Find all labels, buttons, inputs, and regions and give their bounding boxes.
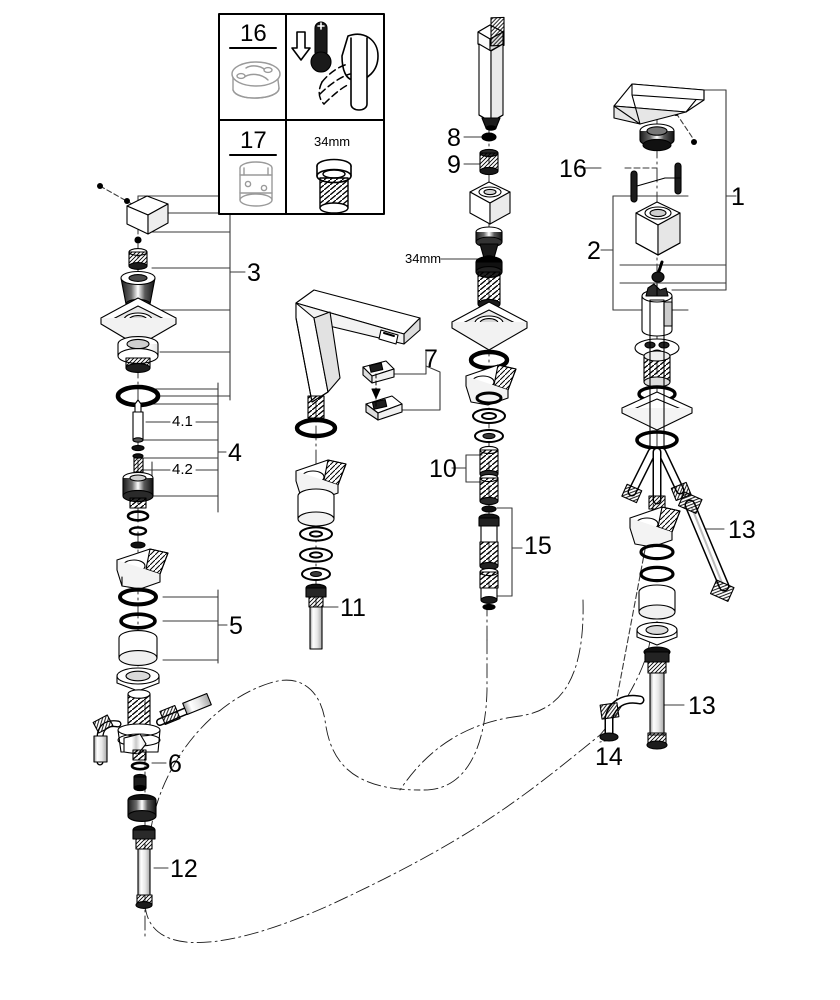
callout-10: 10 bbox=[429, 455, 457, 483]
callout-12: 12 bbox=[170, 855, 198, 883]
detail-box-number-16: 16 bbox=[240, 20, 267, 47]
callout-1: 1 bbox=[731, 183, 745, 211]
spout-assembly bbox=[294, 289, 421, 650]
callout-7: 7 bbox=[424, 345, 438, 373]
callout-4-2: 4.2 bbox=[172, 461, 193, 478]
callout-4: 4 bbox=[228, 439, 242, 467]
callout-9: 9 bbox=[447, 151, 461, 179]
callout-6: 6 bbox=[168, 750, 182, 778]
callout-5: 5 bbox=[229, 612, 243, 640]
size-label-34mm-box: 34mm bbox=[314, 134, 351, 149]
callout-8: 8 bbox=[447, 124, 461, 152]
hand-shower-assembly bbox=[451, 16, 528, 611]
mixer-assembly bbox=[599, 83, 735, 750]
callout-3: 3 bbox=[247, 259, 261, 287]
left-assembly bbox=[92, 195, 212, 909]
callout-11: 11 bbox=[340, 594, 366, 622]
callout-14: 14 bbox=[595, 743, 623, 771]
callout-16: 16 bbox=[559, 155, 587, 183]
callout-13-upper: 13 bbox=[728, 516, 756, 544]
callout-15: 15 bbox=[524, 532, 552, 560]
callout-4-1: 4.1 bbox=[172, 413, 193, 430]
size-label-34mm-main: 34mm bbox=[405, 251, 442, 266]
detail-box bbox=[218, 13, 385, 215]
detail-box-number-17: 17 bbox=[240, 127, 267, 154]
callout-13-lower: 13 bbox=[688, 692, 716, 720]
callout-2: 2 bbox=[587, 237, 601, 265]
